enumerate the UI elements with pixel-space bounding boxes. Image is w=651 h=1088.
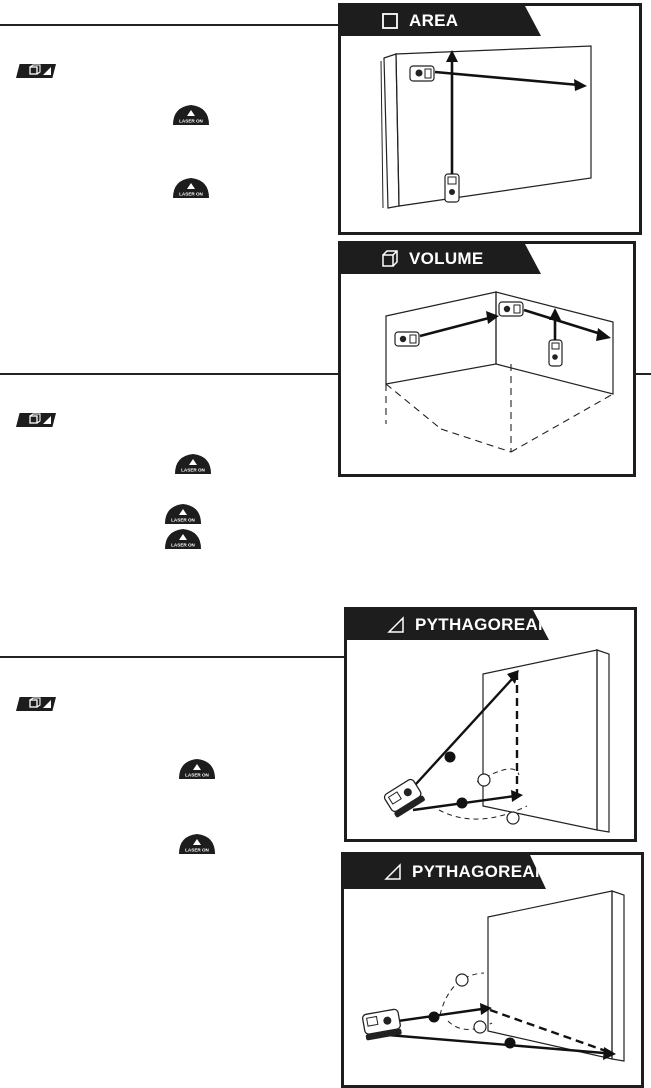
triangle-icon bbox=[387, 616, 405, 634]
laser-on-button: LASER ON bbox=[171, 176, 211, 200]
pythagorean-tab-1: PYTHAGOREAN bbox=[347, 610, 549, 640]
area-panel: AREA bbox=[338, 3, 642, 235]
mode-key-icon bbox=[16, 697, 56, 711]
laser-on-button: LASER ON bbox=[171, 103, 211, 127]
laser-on-button: LASER ON bbox=[173, 452, 213, 476]
laser-on-button: LASER ON bbox=[163, 502, 203, 526]
mode-key-icon bbox=[16, 413, 56, 427]
pythagorean-title-2: PYTHAGOREAN bbox=[412, 862, 548, 881]
area-title: AREA bbox=[409, 11, 459, 30]
laser-on-label: LASER ON bbox=[185, 773, 209, 778]
laser-on-label: LASER ON bbox=[181, 468, 205, 473]
section-divider-pythagorean bbox=[0, 656, 344, 658]
pythagorean-tab-2: PYTHAGOREAN bbox=[344, 855, 546, 889]
laser-on-button: LASER ON bbox=[177, 832, 217, 856]
area-illustration bbox=[380, 45, 592, 209]
volume-illustration bbox=[385, 291, 614, 453]
volume-panel: VOLUME bbox=[338, 241, 636, 477]
pythagorean-illustration-2 bbox=[361, 890, 625, 1062]
laser-on-label: LASER ON bbox=[185, 848, 209, 853]
laser-on-label: LASER ON bbox=[179, 119, 203, 124]
laser-on-button: LASER ON bbox=[163, 527, 203, 551]
cube-icon bbox=[381, 250, 399, 268]
area-tab: AREA bbox=[341, 6, 541, 36]
laser-on-label: LASER ON bbox=[179, 192, 203, 197]
pythagorean-illustration-1 bbox=[383, 649, 610, 833]
pythagorean-panel-1: PYTHAGOREAN bbox=[344, 607, 637, 842]
section-divider-area bbox=[0, 24, 338, 26]
laser-on-label: LASER ON bbox=[171, 518, 195, 523]
volume-title: VOLUME bbox=[409, 249, 484, 268]
pythagorean-panel-2: PYTHAGOREAN bbox=[341, 852, 644, 1088]
triangle-icon bbox=[384, 863, 402, 881]
pythagorean-title-1: PYTHAGOREAN bbox=[415, 615, 551, 634]
section-divider-volume bbox=[0, 373, 338, 375]
mode-key-icon bbox=[16, 64, 56, 78]
volume-tab: VOLUME bbox=[341, 244, 541, 274]
square-icon bbox=[381, 12, 399, 30]
laser-on-button: LASER ON bbox=[177, 757, 217, 781]
section-divider-volume-right bbox=[636, 373, 651, 375]
laser-on-label: LASER ON bbox=[171, 543, 195, 548]
